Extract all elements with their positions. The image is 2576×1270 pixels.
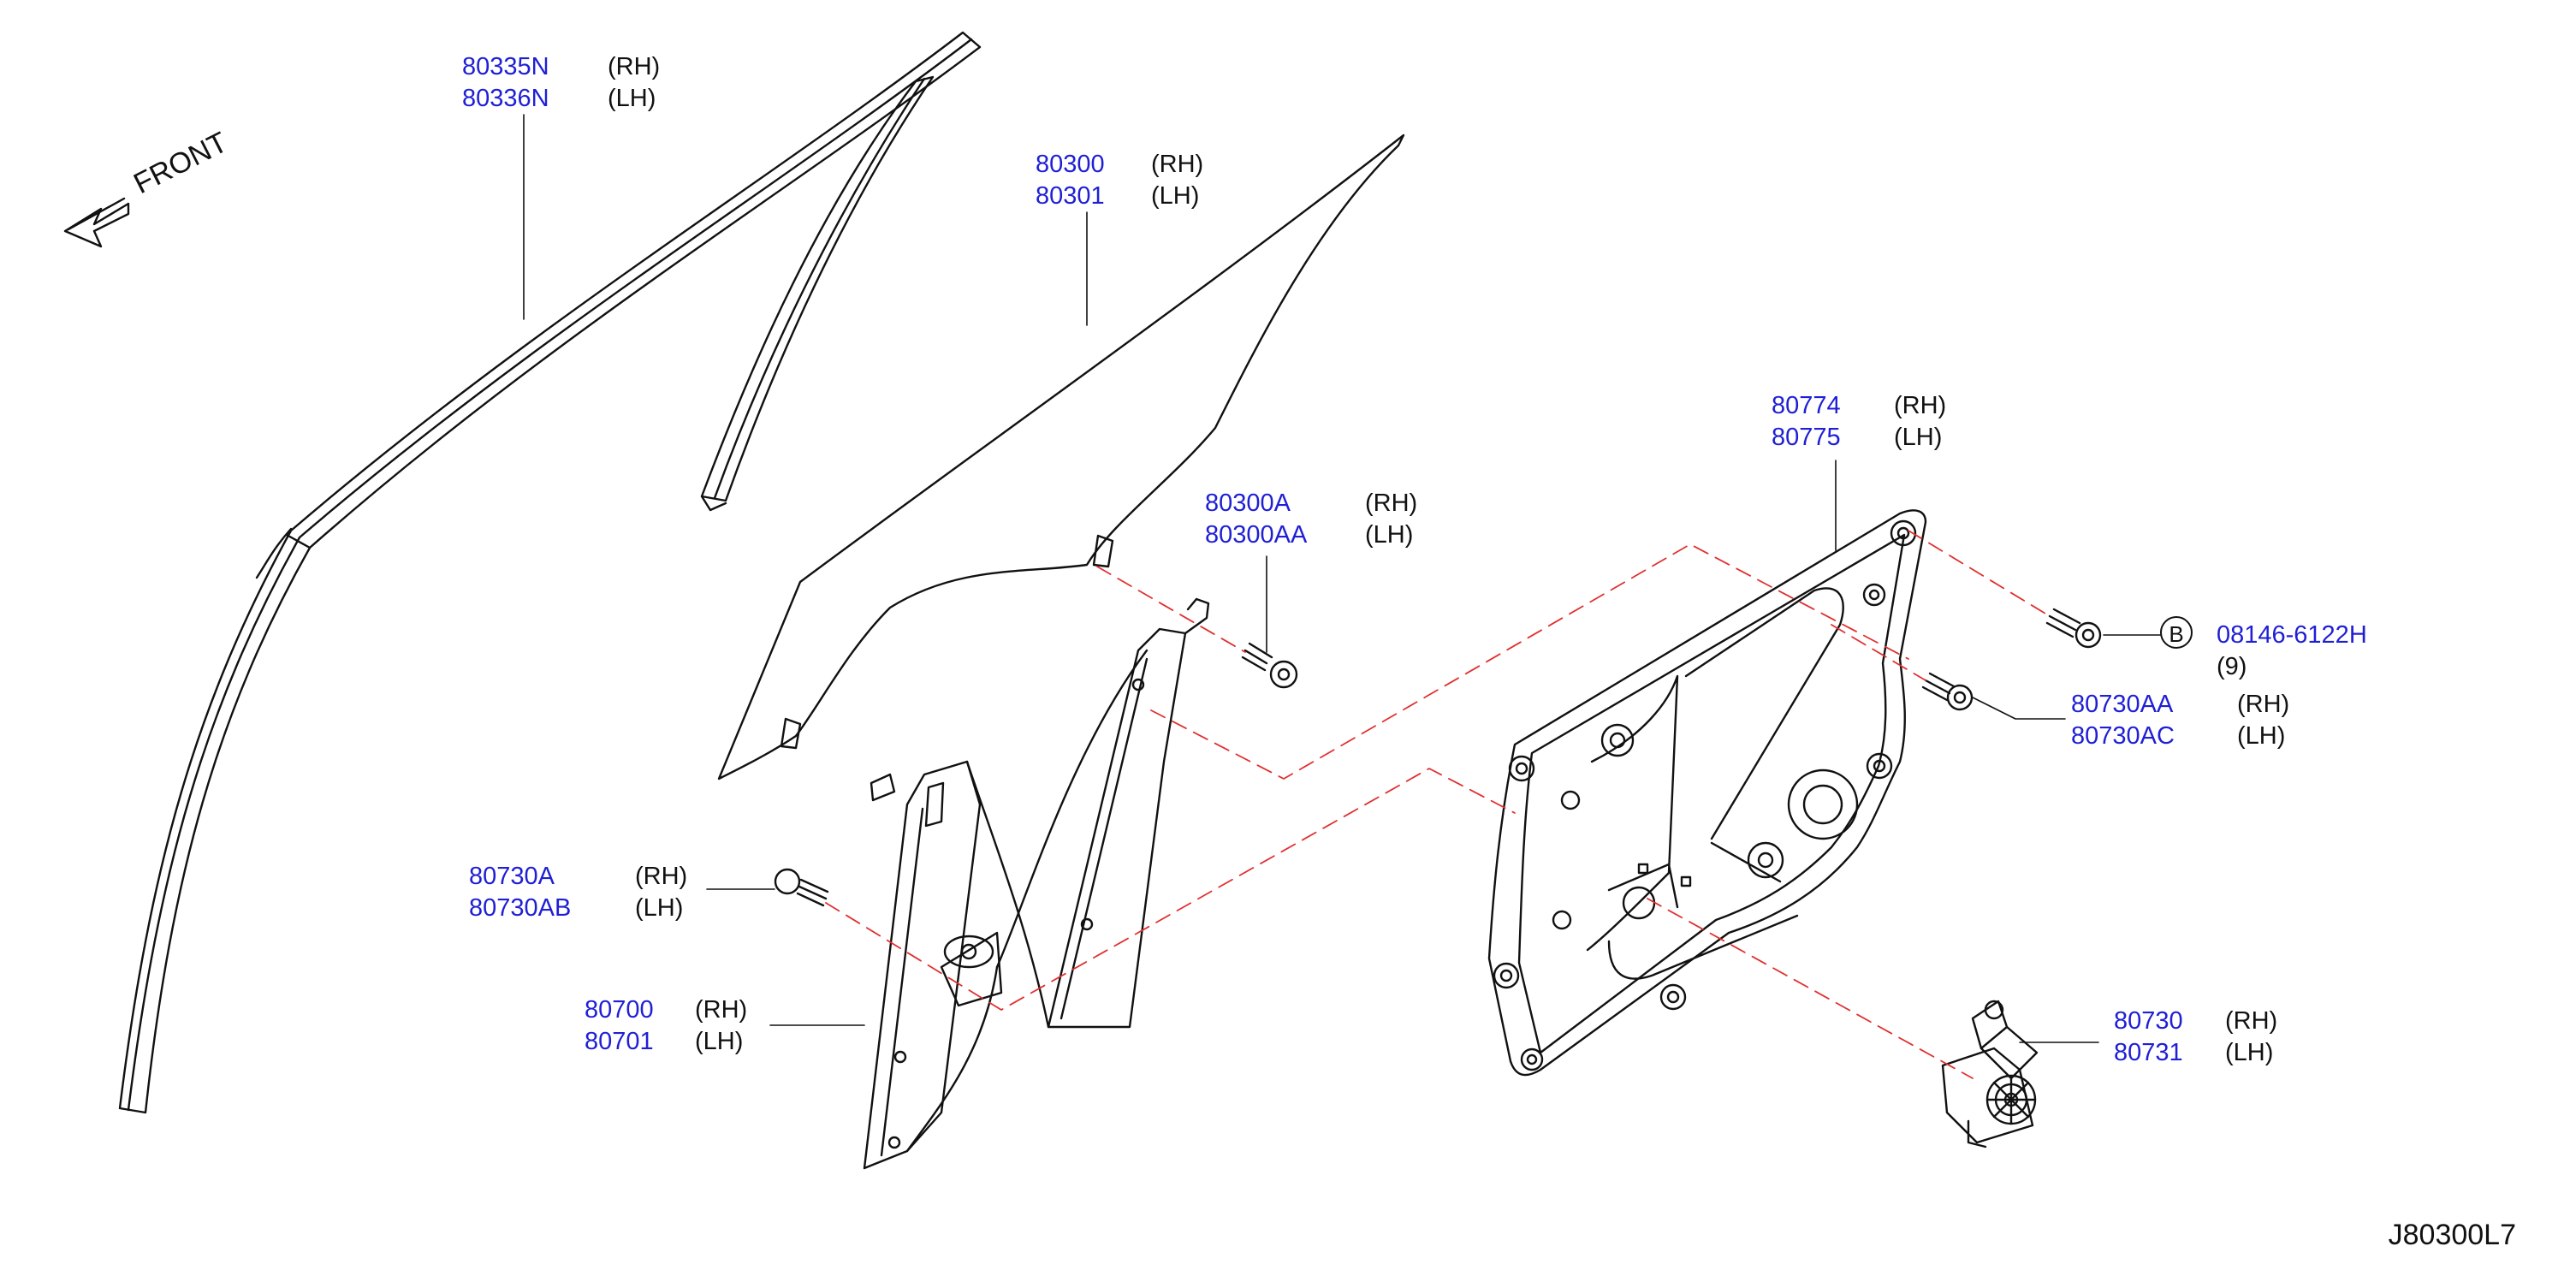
window-regulator-part xyxy=(863,597,1210,1170)
part-number-80730ac[interactable]: 80730AC xyxy=(2071,722,2175,750)
side-label: (LH) xyxy=(1151,182,1200,210)
side-label: (RH) xyxy=(1151,151,1204,178)
front-arrow-icon xyxy=(63,197,130,248)
part-number-80731[interactable]: 80731 xyxy=(2114,1039,2183,1066)
sash-seal-part xyxy=(118,31,982,1114)
glass-bolt-part xyxy=(1241,642,1298,689)
part-number-80336n[interactable]: 80336N xyxy=(462,85,549,112)
side-label: (RH) xyxy=(608,53,661,80)
part-number-08146-6122h[interactable]: 08146-6122H xyxy=(2217,621,2367,649)
part-number-80701[interactable]: 80701 xyxy=(585,1028,654,1055)
side-label: (RH) xyxy=(2237,691,2290,718)
side-label: (LH) xyxy=(635,894,684,922)
assembly-lines xyxy=(825,530,2051,1079)
side-label: (LH) xyxy=(2237,722,2286,750)
side-label: (RH) xyxy=(1365,490,1418,517)
side-label: (RH) xyxy=(2225,1007,2278,1035)
part-number-80301[interactable]: 80301 xyxy=(1036,182,1105,210)
leader-lines xyxy=(523,114,2161,1043)
part-number-80730[interactable]: 80730 xyxy=(2114,1007,2183,1035)
side-label: (RH) xyxy=(635,863,688,890)
bolt-b-part xyxy=(2045,608,2102,649)
part-number-80774[interactable]: 80774 xyxy=(1772,392,1841,419)
callout-b-icon: B xyxy=(2160,616,2193,649)
part-number-80730a[interactable]: 80730A xyxy=(469,863,555,890)
window-motor-part xyxy=(1941,1000,2039,1148)
module-panel-part xyxy=(1487,509,1927,1077)
regulator-bolt-left-part xyxy=(774,868,829,907)
side-label: (LH) xyxy=(695,1028,744,1055)
part-number-80730ab[interactable]: 80730AB xyxy=(469,894,572,922)
part-number-80300a[interactable]: 80300A xyxy=(1205,490,1291,517)
side-label: (LH) xyxy=(1894,424,1943,451)
part-number-80335n[interactable]: 80335N xyxy=(462,53,549,80)
side-label: (LH) xyxy=(608,85,656,112)
side-label: (RH) xyxy=(695,996,748,1024)
side-label: (RH) xyxy=(1894,392,1947,419)
side-label: (LH) xyxy=(1365,521,1414,549)
regulator-bolt-right-part xyxy=(1921,672,1974,711)
side-label: (LH) xyxy=(2225,1039,2274,1066)
quantity-label: (9) xyxy=(2217,653,2247,680)
part-number-80300[interactable]: 80300 xyxy=(1036,151,1105,178)
diagram-reference-code: J80300L7 xyxy=(2388,1219,2516,1251)
part-number-80730aa[interactable]: 80730AA xyxy=(2071,691,2174,718)
part-number-80700[interactable]: 80700 xyxy=(585,996,654,1024)
door-glass-part xyxy=(717,134,1405,780)
part-number-80775[interactable]: 80775 xyxy=(1772,424,1841,451)
part-number-80300aa[interactable]: 80300AA xyxy=(1205,521,1308,549)
